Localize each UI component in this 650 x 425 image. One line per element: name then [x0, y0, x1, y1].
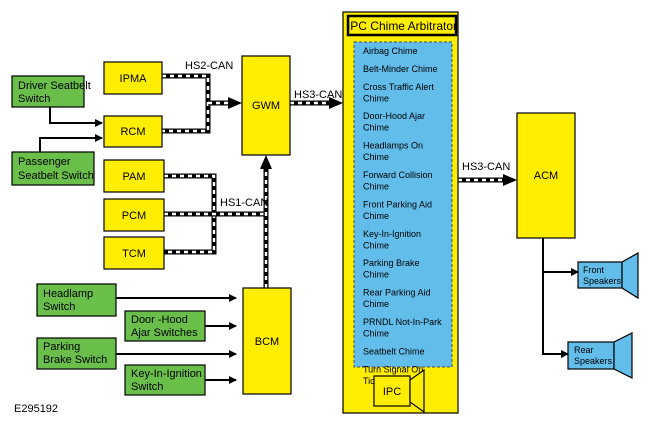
svg-text:IPC: IPC: [383, 386, 401, 398]
hs1-can-bus: [164, 155, 272, 288]
chime-item-label: Forward Collision: [363, 170, 433, 180]
chime-item-label: Chime: [363, 152, 389, 162]
tcm-module: TCM: [103, 236, 165, 270]
svg-text:Door -Hood: Door -Hood: [131, 314, 188, 326]
svg-text:ACM: ACM: [534, 170, 558, 182]
pam-module: PAM: [103, 159, 165, 193]
ipc-chime-arbitrator: IPC Chime Arbitrator Airbag ChimeBelt-Mi…: [342, 11, 459, 414]
front-speakers: Front Speakers: [577, 251, 639, 300]
svg-text:RCM: RCM: [120, 126, 145, 138]
chime-item-label: Airbag Chime: [363, 46, 418, 56]
front-speaker-icon: [621, 251, 639, 300]
driver-seatbelt-to-rcm-wire: [49, 107, 103, 127]
hs2-can-label: HS2-CAN: [185, 60, 233, 72]
driver-seatbelt-switch: Driver Seatbelt Switch: [11, 75, 91, 108]
chime-item-label: Chime: [363, 123, 389, 133]
chime-item-label: Front Parking Aid: [363, 199, 432, 209]
gwm-module: GWM: [241, 55, 291, 156]
svg-text:BCM: BCM: [255, 336, 279, 348]
hs3-can-bus-acm: [458, 174, 517, 186]
ipc-speaker-icon: [409, 368, 425, 414]
svg-text:Ajar Switches: Ajar Switches: [131, 327, 198, 339]
hs3-can-label-acm: HS3-CAN: [462, 161, 510, 173]
svg-text:Front: Front: [583, 265, 605, 275]
svg-text:Passenger: Passenger: [18, 156, 71, 168]
svg-text:Parking: Parking: [43, 341, 80, 353]
svg-text:Speakers: Speakers: [574, 356, 613, 366]
passenger-seatbelt-switch: Passenger Seatbelt Switch: [11, 151, 95, 186]
chime-item-label: Chime: [363, 93, 389, 103]
arbitrator-title-frame: [346, 14, 458, 37]
bcm-module: BCM: [242, 287, 292, 395]
chime-item-label: Parking Brake: [363, 258, 420, 268]
chime-item-label: Chime: [363, 270, 389, 280]
chime-item-label: Rear Parking Aid: [363, 288, 431, 298]
svg-text:Switch: Switch: [43, 301, 75, 313]
chime-item-label: Chime: [363, 240, 389, 250]
figure-id: E295192: [14, 403, 58, 415]
arbitrator-title: IPC Chime Arbitrator: [347, 19, 457, 33]
chime-item-label: Cross Traffic Alert: [363, 82, 434, 92]
chime-item-label: Seatbelt Chime: [363, 346, 425, 356]
rcm-module: RCM: [103, 115, 163, 148]
rear-speakers: Rear Speakers: [567, 332, 633, 379]
svg-text:Speakers: Speakers: [583, 276, 622, 286]
acm-to-front-speakers-wire: [542, 238, 579, 276]
chime-item-label: Turn Signal On: [363, 364, 423, 374]
hs2-can-bus: [162, 73, 242, 134]
chime-list-panel: [353, 41, 453, 368]
hs3-can-label-gwm: HS3-CAN: [294, 89, 342, 101]
ipc-speaker: IPC: [373, 368, 425, 414]
acm-to-rear-speakers-wire: [542, 272, 569, 358]
chime-item-label: Key-In-Ignition: [363, 229, 421, 239]
chime-item-label: Chime: [363, 182, 389, 192]
acm-module: ACM: [516, 112, 576, 239]
svg-text:PCM: PCM: [122, 210, 146, 222]
parking-brake-switch: Parking Brake Switch: [36, 337, 117, 370]
svg-text:GWM: GWM: [252, 100, 280, 112]
rear-speaker-icon: [613, 332, 633, 379]
svg-text:TCM: TCM: [122, 248, 146, 260]
svg-text:Switch: Switch: [18, 93, 50, 105]
passenger-seatbelt-to-rcm-wire: [39, 134, 103, 152]
svg-text:Headlamp: Headlamp: [43, 288, 93, 300]
pcm-module: PCM: [103, 198, 165, 232]
svg-text:Rear: Rear: [574, 345, 594, 355]
svg-text:Brake Switch: Brake Switch: [43, 354, 107, 366]
svg-text:PAM: PAM: [122, 171, 145, 183]
chime-item: Belt-Minder Chime: [363, 64, 438, 74]
chime-item-label: PRNDL Not-In-Park: [363, 317, 442, 327]
key-in-ignition-switch: Key-In-Ignition Switch: [124, 364, 206, 396]
chime-item-label: Door-Hood Ajar: [363, 111, 425, 121]
ipma-module: IPMA: [103, 61, 163, 95]
hs1-can-label: HS1-CAN: [220, 197, 268, 209]
chime-item: Airbag Chime: [363, 46, 418, 56]
svg-text:IPMA: IPMA: [120, 73, 148, 85]
chime-item-label: Headlamps On: [363, 141, 423, 151]
chime-item-label: Chime: [363, 211, 389, 221]
hs3-can-bus-gwm: [290, 97, 343, 109]
headlamp-switch: Headlamp Switch: [36, 283, 117, 317]
svg-text:Seatbelt Switch: Seatbelt Switch: [18, 170, 94, 182]
chime-item-label: Belt-Minder Chime: [363, 64, 438, 74]
chime-item-label: Chime: [363, 299, 389, 309]
svg-text:Switch: Switch: [131, 381, 163, 393]
chime-item-label: Chime: [363, 329, 389, 339]
svg-text:Key-In-Ignition: Key-In-Ignition: [131, 368, 202, 380]
chime-item: Seatbelt Chime: [363, 346, 425, 356]
svg-text:Driver Seatbelt: Driver Seatbelt: [18, 80, 91, 92]
door-hood-ajar-switches: Door -Hood Ajar Switches: [124, 310, 206, 342]
